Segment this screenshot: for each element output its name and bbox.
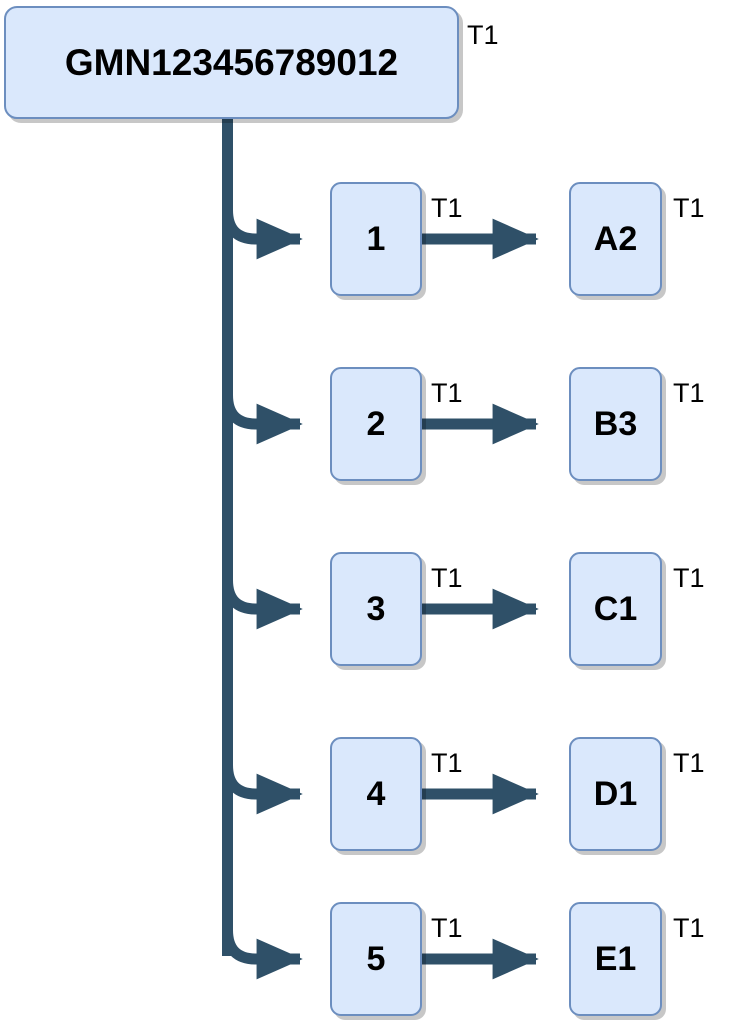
node-leaf-4-tag: T1 <box>673 748 705 778</box>
branch-elbow-5 <box>222 929 303 980</box>
node-mid-4-label: 4 <box>366 774 386 813</box>
node-leaf-3-tag: T1 <box>673 563 705 593</box>
node-leaf-1[interactable]: A2 <box>569 182 662 296</box>
branch-elbow-4 <box>222 764 303 815</box>
edge-tag-3: T1 <box>431 563 463 593</box>
node-leaf-3[interactable]: C1 <box>569 552 662 666</box>
node-leaf-4-label: D1 <box>593 774 638 813</box>
node-mid-2[interactable]: 2 <box>330 367 422 481</box>
node-root-tag: T1 <box>467 20 499 50</box>
node-leaf-2[interactable]: B3 <box>569 367 662 481</box>
node-mid-1-label: 1 <box>366 219 386 258</box>
node-root[interactable]: GMN123456789012 <box>4 6 459 119</box>
node-mid-5[interactable]: 5 <box>330 902 422 1016</box>
node-root-label: GMN123456789012 <box>64 41 399 83</box>
node-leaf-2-label: B3 <box>593 404 638 443</box>
node-leaf-5-tag: T1 <box>673 913 705 943</box>
edge-tag-4: T1 <box>431 748 463 778</box>
node-mid-5-label: 5 <box>366 939 386 978</box>
node-mid-1[interactable]: 1 <box>330 182 422 296</box>
node-leaf-5-label: E1 <box>594 939 637 978</box>
node-leaf-1-label: A2 <box>593 219 638 258</box>
node-leaf-2-tag: T1 <box>673 378 705 408</box>
node-mid-3[interactable]: 3 <box>330 552 422 666</box>
node-leaf-1-tag: T1 <box>673 193 705 223</box>
edge-tag-2: T1 <box>431 378 463 408</box>
node-leaf-4[interactable]: D1 <box>569 737 662 851</box>
node-leaf-5[interactable]: E1 <box>569 902 662 1016</box>
branch-elbow-3 <box>222 579 303 630</box>
node-leaf-3-label: C1 <box>593 589 638 628</box>
edge-tag-5: T1 <box>431 913 463 943</box>
branch-elbow-2 <box>222 394 303 445</box>
node-mid-3-label: 3 <box>366 589 386 628</box>
edge-tag-1: T1 <box>431 193 463 223</box>
node-mid-2-label: 2 <box>366 404 386 443</box>
node-mid-4[interactable]: 4 <box>330 737 422 851</box>
branch-elbow-1 <box>222 209 303 260</box>
